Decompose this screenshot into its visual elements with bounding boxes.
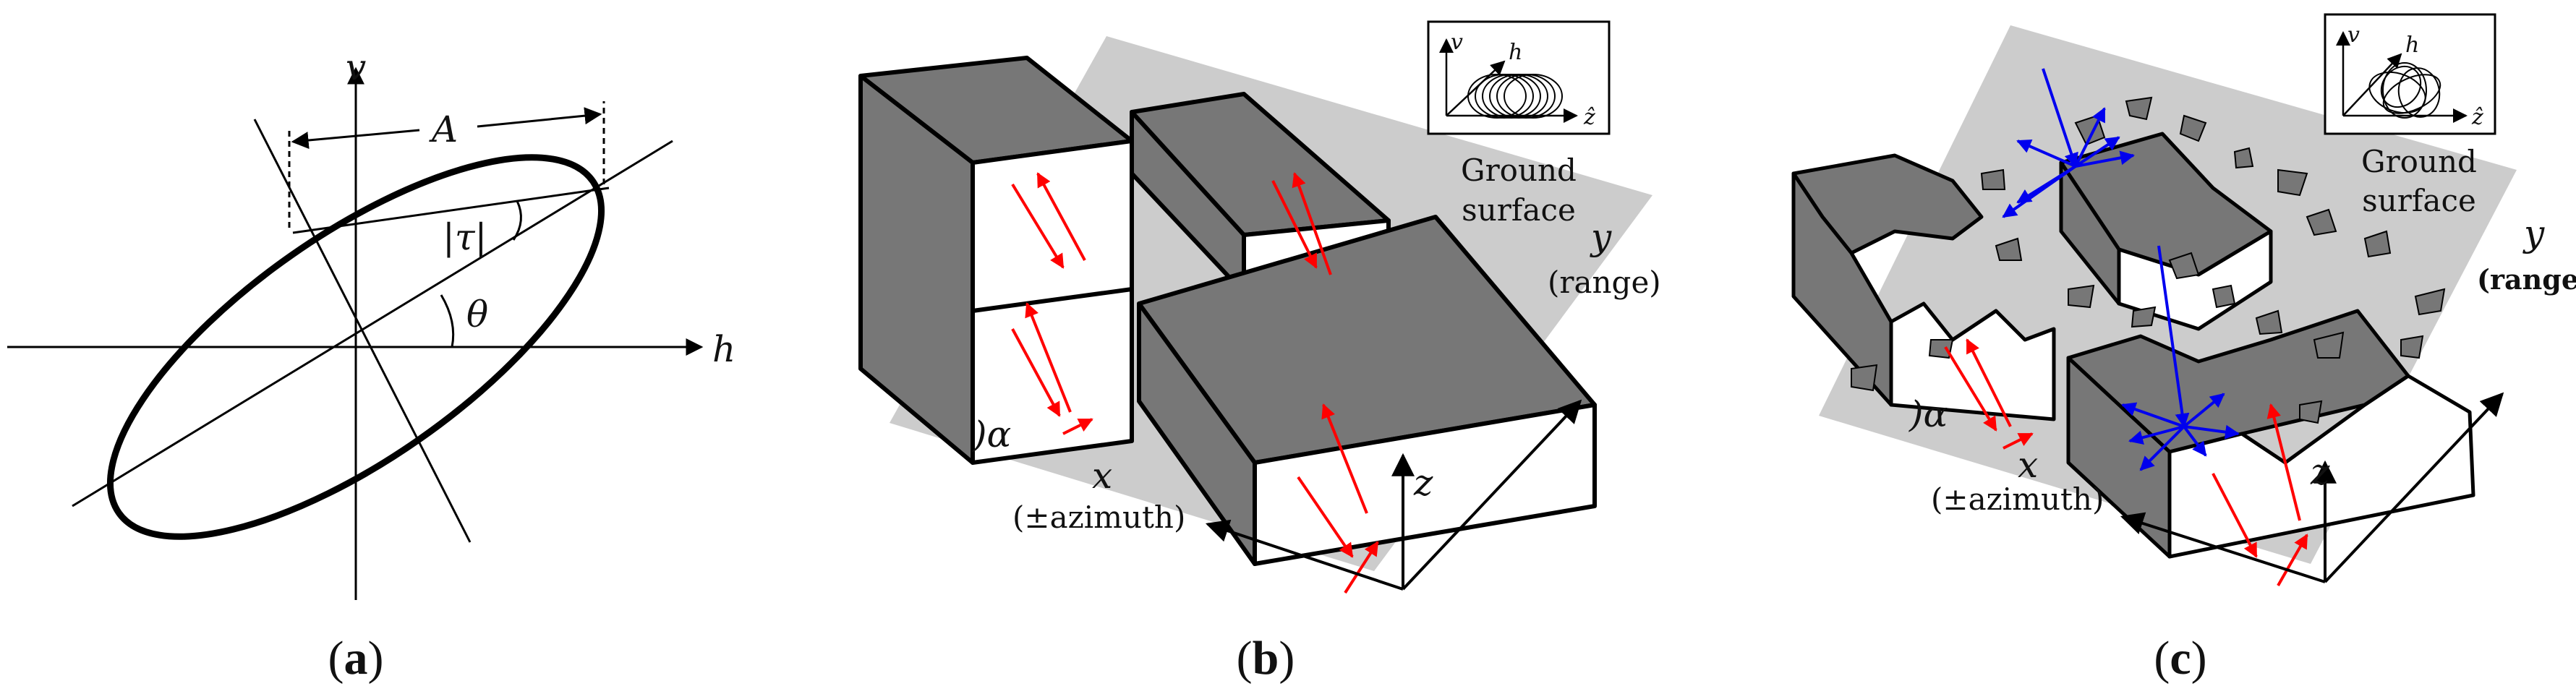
inset-z-label: ẑ [1583,105,1595,130]
inset-v-label: v [1451,30,1463,55]
blue-arrows [2002,68,2240,471]
x-axis-label-b: x [1092,455,1112,497]
polarization-ellipse [106,154,605,540]
red-arrows-c [1944,338,2308,586]
polarization-inset: v h ẑ [1427,20,1611,135]
range-label-b: (range) [1548,265,1661,300]
inset-h-label: h [1509,40,1522,65]
major-axis-line [72,140,673,507]
caption-c: (c) [2154,632,2206,685]
tau-arc [512,200,522,241]
caption-a: (a) [328,632,384,685]
h-axis-label: h [712,328,735,370]
front-building [1137,215,1597,566]
inset-h-label-c: h [2405,33,2419,58]
amplitude-label: A [429,108,458,150]
inset-v-label-c: v [2347,22,2360,48]
alpha-label-b: )α [972,414,1011,455]
tau-chord [292,187,610,234]
x-axis-label-c: x [2018,444,2038,486]
panel-b: v h ẑ Ground surface y (range) z x [858,20,1661,685]
v-axis-label: v [346,46,366,88]
red-arrows [1011,172,1379,594]
ground-surface-label-c: Ground [2361,144,2477,179]
ground-surface-label-2: surface [1462,192,1576,228]
damaged-building-left [1791,153,2056,421]
ground-surface-label-c2: surface [2362,183,2476,218]
caption-b: (b) [1237,632,1295,685]
panel-c: v h ẑ Ground surface [1791,13,2576,685]
tau-label: |τ| [443,216,487,258]
y-axis-label-c: y [2522,213,2545,254]
coordinate-axes-c [2120,392,2504,583]
z-axis-label-c: z [2310,451,2330,493]
y-axis-label-b: y [1590,216,1612,258]
minor-axis-line [253,119,472,543]
panel-a: A |τ| θ h v (a) [7,46,735,685]
azimuth-label-c: (±azimuth) [1931,481,2104,517]
tall-building [858,56,1134,465]
amplitude-arrow-right [477,107,602,128]
z-axis-label-b: z [1413,462,1433,504]
theta-label: θ [466,294,488,335]
polarization-inset-c: v h ẑ [2324,13,2496,135]
theta-arc [440,294,455,348]
inset-z-label-c: ẑ [2471,105,2483,130]
alpha-label-c: )α [1908,393,1948,435]
coordinate-axes-b [1205,399,1582,591]
ground-surface-label: Ground [1461,153,1577,188]
amplitude-arrow-left [291,129,420,149]
debris-fragments [1851,96,2446,424]
range-label-c: (range) [2477,263,2576,296]
azimuth-label-b: (±azimuth) [1012,500,1185,535]
